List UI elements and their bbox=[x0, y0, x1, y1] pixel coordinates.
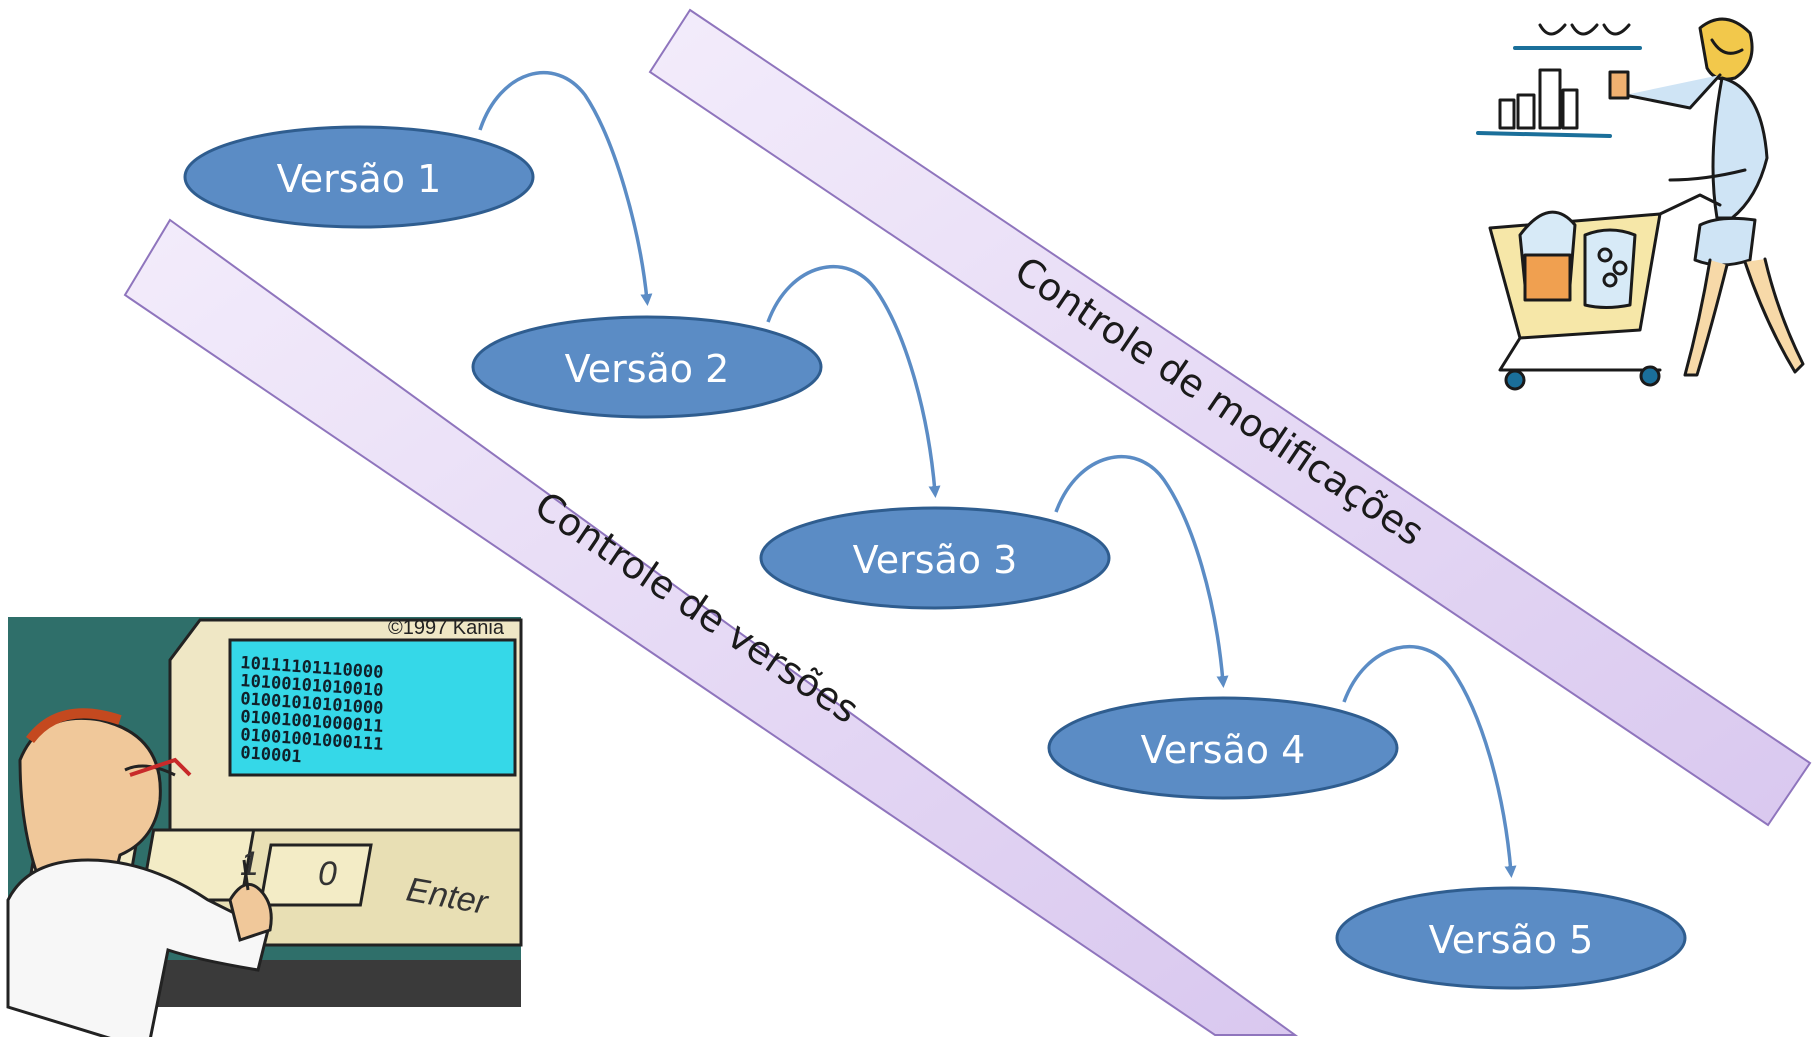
version-label-5: Versão 5 bbox=[1429, 918, 1594, 962]
arrow-2-to-3 bbox=[766, 265, 941, 498]
version-arrows bbox=[478, 70, 1517, 878]
version-node-4: Versão 4 bbox=[1047, 696, 1399, 800]
arrow-3-to-4 bbox=[1054, 455, 1229, 688]
key-0-label: 0 bbox=[318, 855, 337, 893]
band-label-modificacoes: Controle de modificações bbox=[1007, 248, 1432, 554]
programmer-illustration: ©1997 Kania 10111101110000 1010010101001… bbox=[6, 617, 523, 1037]
shopping-cart-woman-illustration bbox=[1476, 17, 1805, 391]
arrow-1-to-2 bbox=[478, 70, 653, 306]
clipart-copyright: ©1997 Kania bbox=[388, 617, 505, 639]
version-node-5: Versão 5 bbox=[1335, 886, 1687, 990]
version-node-3: Versão 3 bbox=[759, 506, 1111, 610]
version-label-1: Versão 1 bbox=[277, 157, 442, 201]
version-label-4: Versão 4 bbox=[1141, 728, 1306, 772]
binary-line-6: 010001 bbox=[240, 743, 303, 767]
version-node-2: Versão 2 bbox=[471, 315, 823, 419]
version-label-3: Versão 3 bbox=[853, 538, 1018, 582]
version-label-2: Versão 2 bbox=[565, 347, 730, 391]
key-1-label: 1 bbox=[240, 845, 259, 883]
version-node-1: Versão 1 bbox=[183, 125, 535, 229]
arrow-4-to-5 bbox=[1342, 645, 1517, 878]
